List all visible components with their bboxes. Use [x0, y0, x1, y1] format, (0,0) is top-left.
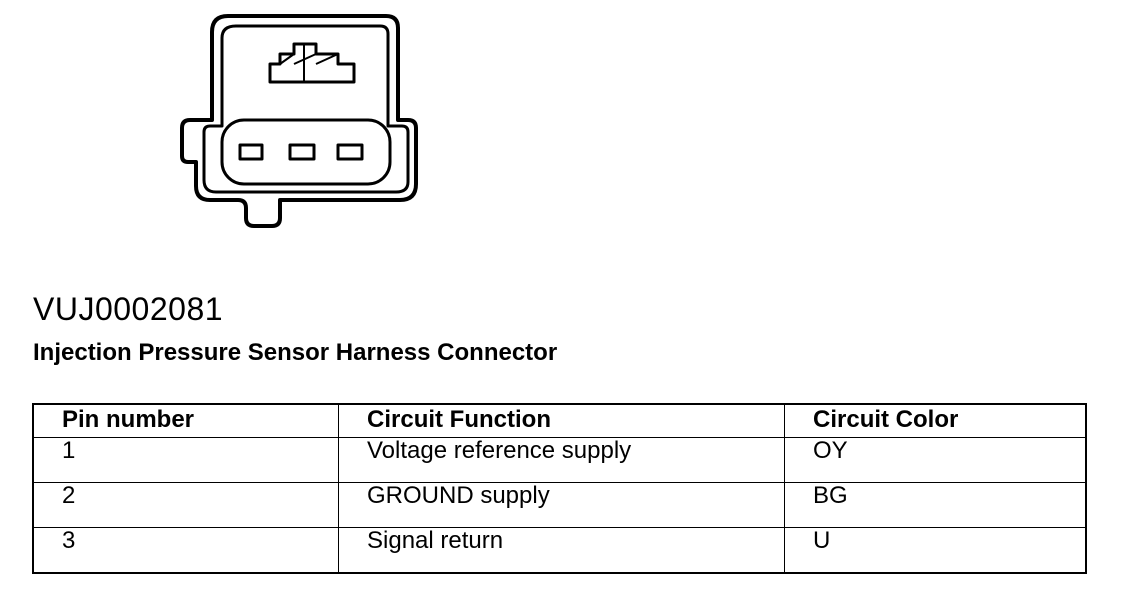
- circuit-function-cell: Voltage reference supply: [338, 437, 785, 483]
- pin-2-cavity: [288, 143, 316, 161]
- table-header-row: Pin number Circuit Function Circuit Colo…: [32, 403, 1087, 438]
- pin-number-cell: 2: [32, 482, 339, 528]
- pin-3-cavity: [336, 143, 364, 161]
- pin-number-cell: 1: [32, 437, 339, 483]
- document-title: Injection Pressure Sensor Harness Connec…: [33, 339, 558, 366]
- pin-number-cell: 3: [32, 527, 339, 574]
- table-row: 2 GROUND supply BG: [32, 482, 1087, 528]
- pin-1-cavity: [238, 143, 264, 161]
- header-pin-number: Pin number: [32, 403, 339, 438]
- connector-latch-detail: [279, 44, 339, 82]
- circuit-function-cell: GROUND supply: [338, 482, 785, 528]
- document-id: VUJ0002081: [33, 291, 224, 327]
- pin-cavity-block: [220, 118, 392, 186]
- table-row: 3 Signal return U: [32, 527, 1087, 574]
- circuit-function-cell: Signal return: [338, 527, 785, 574]
- table-row: 1 Voltage reference supply OY: [32, 437, 1087, 483]
- connector-housing-outer: [180, 14, 418, 228]
- circuit-color-cell: BG: [784, 482, 1087, 528]
- connector-housing-inner: [202, 24, 410, 194]
- header-circuit-function: Circuit Function: [338, 403, 785, 438]
- circuit-color-cell: OY: [784, 437, 1087, 483]
- connector-diagram: [180, 14, 418, 228]
- pin-table: Pin number Circuit Function Circuit Colo…: [32, 403, 1087, 574]
- header-circuit-color: Circuit Color: [784, 403, 1087, 438]
- circuit-color-cell: U: [784, 527, 1087, 574]
